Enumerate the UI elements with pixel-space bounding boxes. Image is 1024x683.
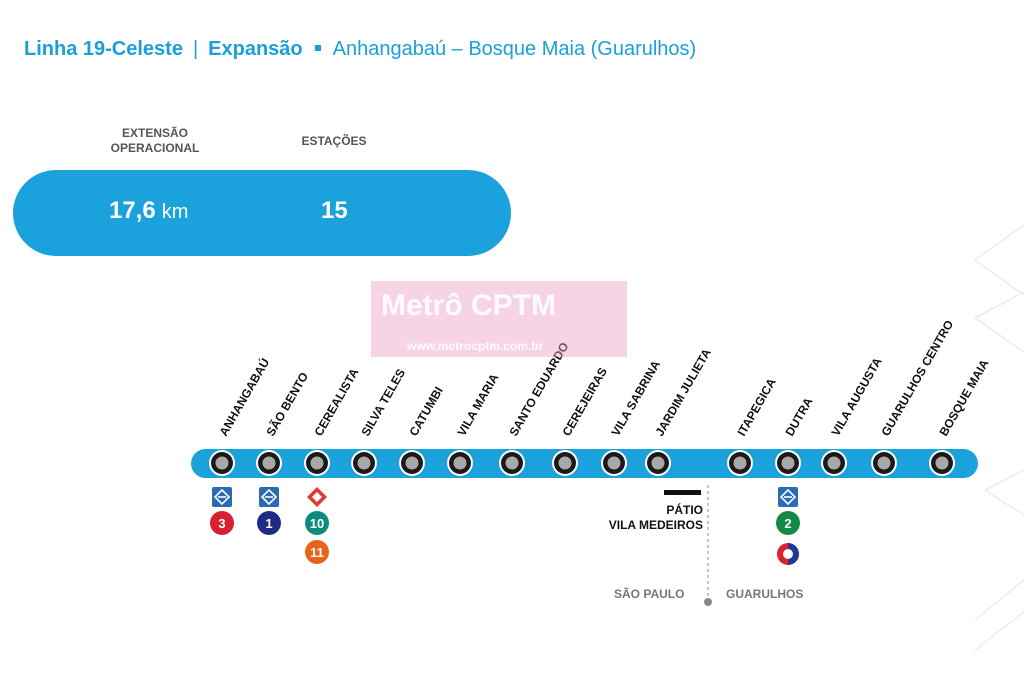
metro-logo-icon [778, 487, 798, 507]
decorative-line [974, 579, 1024, 621]
page-title: Linha 19-Celeste | Expansão Anhangabaú – Bo… [24, 38, 696, 61]
city-guarulhos: GUARULHOS [726, 587, 804, 601]
stats-pill [13, 170, 511, 256]
rail-service-icon [777, 543, 799, 565]
decorative-lines [974, 224, 1024, 651]
station-label: CEREALISTA [311, 366, 361, 439]
decorative-line [974, 259, 1024, 296]
station-label: VILA MARIA [454, 371, 501, 439]
line-badge-1: 1 [257, 511, 281, 535]
station-marker-center [607, 456, 621, 470]
stations-value: 15 [321, 197, 348, 224]
line-name: Linha 19-Celeste [24, 38, 183, 60]
connections-cerealista: 10 11 [305, 487, 329, 564]
line-badge-10: 10 [305, 511, 329, 535]
watermark-url: www.metrocptm.com.br [407, 339, 544, 353]
line-badge-number: 1 [265, 516, 272, 531]
extension-unit: km [161, 201, 189, 223]
line-badge-11: 11 [305, 540, 329, 564]
line-badge-3: 3 [210, 511, 234, 535]
route-label: Anhangabaú – Bosque Maia (Guarulhos) [332, 38, 697, 60]
line-badge-circle [305, 511, 329, 535]
yard-label: PÁTIO VILA MEDEIROS [600, 503, 703, 533]
station-label: SÃO BENTO [263, 369, 312, 438]
station-marker-center [877, 456, 891, 470]
station-label: JARDIM JULIETA [652, 346, 714, 439]
station-label: CEREJEIRAS [559, 365, 609, 438]
station-marker-center [505, 456, 519, 470]
cptm-logo-icon [307, 487, 327, 507]
extension-label-line2: OPERACIONAL [110, 141, 200, 155]
line-badge-2: 2 [776, 511, 800, 535]
station-marker-center [215, 456, 229, 470]
station-marker-center [827, 456, 841, 470]
line-badge-number: 3 [218, 516, 225, 531]
decorative-line [974, 291, 1024, 319]
station-marker-center [558, 456, 572, 470]
line-badge-number: 10 [310, 516, 324, 531]
station-marker-center [781, 456, 795, 470]
station-marker-center [310, 456, 324, 470]
station-marker-center [935, 456, 949, 470]
decorative-line [984, 489, 1024, 516]
station-marker-center [405, 456, 419, 470]
extension-label: EXTENSÃO OPERACIONAL [100, 126, 210, 156]
station-marker-center [651, 456, 665, 470]
station-label: CATUMBI [406, 384, 445, 438]
connections-sao-bento: 1 [257, 487, 281, 535]
decorative-line [974, 224, 1024, 261]
station-marker-center [262, 456, 276, 470]
boundary-dot [704, 598, 712, 606]
line-badge-number: 11 [310, 545, 324, 560]
yard-label-line2: VILA MEDEIROS [608, 518, 703, 532]
yard-label-line1: PÁTIO [666, 503, 703, 517]
station-marker-center [357, 456, 371, 470]
station-label: DUTRA [782, 395, 815, 439]
yard-marker [664, 490, 701, 495]
station-marker-center [733, 456, 747, 470]
metro-logo-icon [212, 487, 232, 507]
station-label: ANHANGABAÚ [216, 355, 273, 438]
metro-logo-icon [259, 487, 279, 507]
phase-label: Expansão [208, 38, 303, 60]
station-label: ITAPEGICA [734, 375, 779, 438]
city-sao-paulo: SÃO PAULO [614, 587, 685, 601]
connections-group: 3 1 10 11 2 [210, 487, 800, 565]
station-label: VILA AUGUSTA [828, 355, 884, 439]
line-badge-number: 2 [784, 516, 791, 531]
decorative-line [984, 469, 1024, 491]
watermark: Metrô CPTM www.metrocptm.com.br [371, 281, 627, 357]
station-label: BOSQUE MAIA [936, 357, 991, 439]
extension-number: 17,6 [109, 197, 156, 224]
watermark-logo: Metrô CPTM [381, 289, 556, 322]
connections-dutra: 2 [776, 487, 800, 565]
line-badge-circle [776, 511, 800, 535]
connections-anhangabau: 3 [210, 487, 234, 535]
line-badge-circle [210, 511, 234, 535]
line-badge-circle [305, 540, 329, 564]
stations-label: ESTAÇÕES [301, 134, 367, 148]
decorative-line [974, 317, 1024, 353]
bullet-icon [314, 44, 321, 51]
line-badge-circle [257, 511, 281, 535]
title-separator: | [192, 38, 199, 60]
station-marker-center [453, 456, 467, 470]
station-label: SILVA TELES [358, 366, 408, 438]
decorative-line [974, 611, 1024, 651]
extension-label-line1: EXTENSÃO [121, 126, 188, 140]
